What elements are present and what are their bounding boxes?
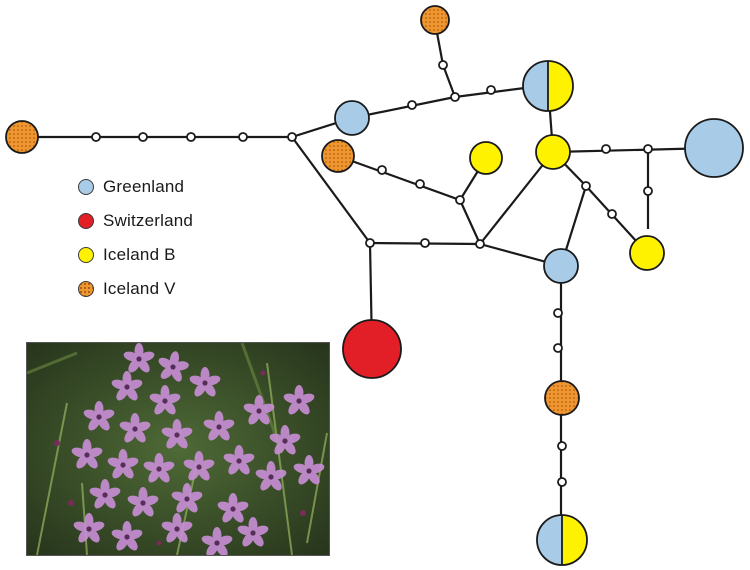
- node-iceland-v-top: [420, 5, 450, 35]
- greenland-swatch-icon: [78, 179, 94, 195]
- node-iceland-v-far-left: [5, 120, 39, 154]
- node-greenland-large: [684, 118, 744, 178]
- legend-item-iceland-b: Iceland B: [78, 238, 193, 272]
- node-switzerland: [342, 319, 402, 379]
- node-iceland-v-lower: [544, 380, 580, 416]
- legend-label: Switzerland: [103, 211, 194, 230]
- intermediate-vertices: [91, 60, 653, 487]
- flower-photo: [26, 342, 330, 556]
- haplotype-nodes: [5, 5, 744, 566]
- node-greenland-iceland-b-top: [522, 60, 574, 112]
- legend: Greenland Switzerland Iceland B Iceland …: [78, 170, 193, 306]
- node-iceland-v-center: [321, 139, 355, 173]
- node-iceland-b-right: [629, 235, 665, 271]
- node-greenland-iceland-b-bottom: [536, 514, 588, 566]
- iceland-v-swatch-icon: [78, 281, 94, 297]
- node-greenland-center: [334, 100, 370, 136]
- legend-item-iceland-v: Iceland V: [78, 272, 193, 306]
- legend-label: Iceland B: [103, 245, 176, 264]
- legend-item-greenland: Greenland: [78, 170, 193, 204]
- node-greenland-lower: [543, 248, 579, 284]
- switzerland-swatch-icon: [78, 213, 94, 229]
- node-iceland-b-small: [469, 141, 503, 175]
- legend-item-switzerland: Switzerland: [78, 204, 193, 238]
- node-iceland-b-hub: [535, 134, 571, 170]
- legend-label: Greenland: [103, 177, 185, 196]
- iceland-b-swatch-icon: [78, 247, 94, 263]
- legend-label: Iceland V: [103, 279, 176, 298]
